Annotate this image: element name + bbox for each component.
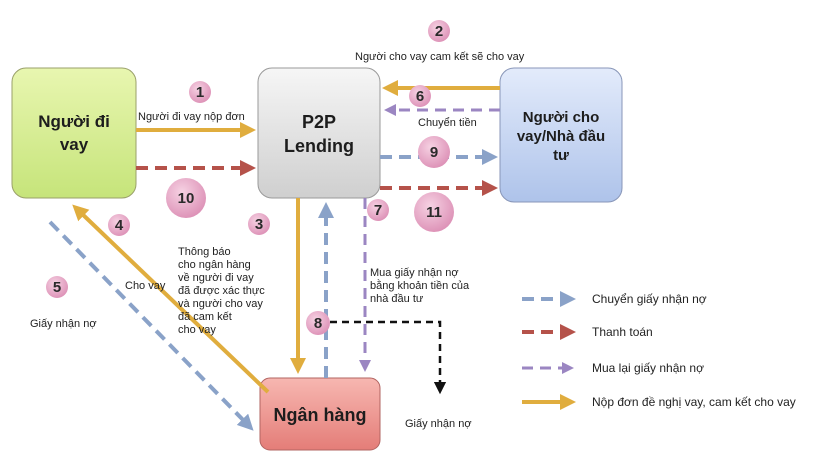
legend-item-apply: Nộp đơn đề nghị vay, cam kết cho vay [522, 394, 796, 410]
svg-text:bằng khoản tiền của: bằng khoản tiền của [370, 279, 470, 292]
node-bank: Ngân hàng [259, 377, 381, 451]
label-notify-bank: Thông báo cho ngân hàng về người đi vay … [178, 246, 265, 336]
investor-label-3: tư [553, 147, 569, 164]
label-note-bottom: Giấy nhận nợ [405, 418, 472, 430]
badge-4: 4 [108, 214, 130, 236]
svg-text:4: 4 [115, 217, 124, 234]
badge-9: 9 [418, 136, 450, 168]
svg-text:3: 3 [255, 216, 263, 233]
svg-text:8: 8 [314, 315, 322, 332]
svg-text:2: 2 [435, 23, 443, 40]
borrower-label-1: Người đi [38, 112, 110, 131]
svg-text:10: 10 [178, 190, 195, 207]
platform-label-1: P2P [302, 112, 336, 132]
badge-8: 8 [306, 311, 330, 335]
node-p2p-platform: P2P Lending [257, 67, 381, 199]
badge-10: 10 [166, 178, 206, 218]
svg-text:7: 7 [374, 202, 382, 219]
badge-11: 11 [414, 192, 454, 232]
legend-item-transfer-note: Chuyển giấy nhận nợ [522, 291, 707, 307]
svg-text:nhà đầu tư: nhà đầu tư [370, 293, 424, 305]
svg-text:Mua giấy nhận nợ: Mua giấy nhận nợ [370, 267, 459, 279]
svg-text:Mua lại giấy nhận nợ: Mua lại giấy nhận nợ [592, 361, 704, 375]
svg-text:Chuyển giấy nhận nợ: Chuyển giấy nhận nợ [592, 292, 707, 306]
badge-1: 1 [189, 81, 211, 103]
svg-text:cho vay: cho vay [178, 324, 216, 336]
svg-text:5: 5 [53, 279, 61, 296]
svg-text:11: 11 [426, 204, 442, 221]
label-transfer-money: Chuyển tiền [418, 117, 477, 129]
investor-label-2: vay/Nhà đầu [517, 128, 605, 145]
label-note-left: Giấy nhận nợ [30, 318, 97, 330]
svg-text:đã cam kết: đã cam kết [178, 311, 232, 323]
legend-item-payment: Thanh toán [522, 324, 653, 340]
arrow-lend [72, 204, 270, 394]
investor-label-1: Người cho [523, 109, 600, 126]
svg-text:6: 6 [416, 88, 424, 105]
svg-text:9: 9 [430, 144, 438, 161]
badge-7: 7 [367, 199, 389, 221]
platform-label-2: Lending [284, 136, 354, 156]
badge-5: 5 [46, 276, 68, 298]
label-commit: Người cho vay cam kết sẽ cho vay [355, 51, 525, 63]
badge-3: 3 [248, 213, 270, 235]
svg-text:đã được xác thực: đã được xác thực [178, 285, 265, 297]
svg-text:và người cho vay: và người cho vay [178, 298, 263, 310]
svg-text:Nộp đơn đề nghị vay, cam kết c: Nộp đơn đề nghị vay, cam kết cho vay [592, 395, 796, 409]
svg-text:1: 1 [196, 84, 204, 101]
label-apply: Người đi vay nộp đơn [138, 111, 245, 123]
label-buy-note: Mua giấy nhận nợ bằng khoản tiền của nhà… [370, 267, 470, 305]
svg-text:Thông báo: Thông báo [178, 246, 231, 258]
badge-2: 2 [428, 20, 450, 42]
arrow-note-to-bank [48, 220, 254, 431]
svg-text:Thanh toán: Thanh toán [592, 325, 653, 339]
bank-label: Ngân hàng [274, 405, 367, 425]
badge-6: 6 [409, 85, 431, 107]
node-investor: Người cho vay/Nhà đầu tư [499, 67, 623, 203]
arrow-note-out [330, 320, 447, 395]
node-borrower: Người đi vay [11, 67, 137, 199]
legend-item-buy-back: Mua lại giấy nhận nợ [522, 361, 704, 375]
legend: Chuyển giấy nhận nợ Thanh toán Mua lại g… [522, 291, 796, 410]
borrower-label-2: vay [60, 135, 89, 154]
svg-text:cho ngân hàng: cho ngân hàng [178, 259, 251, 271]
label-lend: Cho vay [125, 280, 166, 292]
svg-text:về người đi vay: về người đi vay [178, 272, 254, 284]
